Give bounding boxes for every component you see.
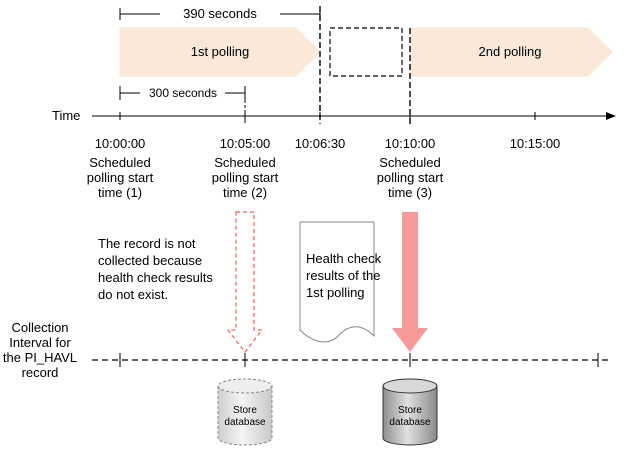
- health-check-line2: results of the: [306, 268, 381, 283]
- scheduled-time-3-line2: polling start: [376, 170, 444, 185]
- scheduled-time-2-line1: Scheduled: [214, 155, 276, 170]
- tick-label: 10:05:00: [219, 136, 271, 151]
- store-database-1-label: Store database: [215, 405, 275, 429]
- health-check-line3: 1st polling: [306, 285, 365, 300]
- scheduled-time-3-line3: time (3): [387, 185, 433, 200]
- health-check-line1: Health check: [306, 251, 382, 266]
- not-collected-note: The record is not collected because heal…: [98, 235, 213, 303]
- health-check-text: Health check results of the 1st polling: [306, 250, 381, 301]
- collection-interval-label: Collection Interval for the PI_HAVL reco…: [2, 320, 78, 380]
- top-span-label: 390 seconds: [160, 6, 280, 21]
- not-collected-note-line2: collected because: [98, 253, 203, 268]
- store-database-2: [382, 378, 438, 446]
- collection-interval-line2: Interval for: [9, 335, 71, 350]
- not-collected-note-line4: do not exist.: [98, 287, 169, 302]
- store-database-1-line1: Store: [233, 405, 257, 416]
- time-axis: [92, 112, 616, 120]
- not-collected-note-line3: health check results: [98, 270, 213, 285]
- scheduled-time-1-line1: Scheduled: [89, 155, 151, 170]
- second-polling-label: 2nd polling: [478, 44, 542, 59]
- tick-label: 10:06:30: [294, 136, 346, 151]
- scheduled-time-2: Scheduled polling start time (2): [195, 155, 295, 200]
- not-collected-note-line1: The record is not: [98, 236, 196, 251]
- scheduled-time-2-line2: polling start: [211, 170, 279, 185]
- scheduled-time-1-line2: polling start: [86, 170, 154, 185]
- inner-span-label: 300 seconds: [148, 86, 218, 100]
- scheduled-time-2-line3: time (2): [222, 185, 268, 200]
- collection-interval-line4: record: [21, 365, 59, 380]
- tick-label: 10:00:00: [94, 136, 146, 151]
- store-database-2-label: Store database: [380, 405, 440, 429]
- time-axis-label: Time: [52, 108, 81, 123]
- health-check-document: [299, 221, 375, 343]
- tick-label: 10:15:00: [509, 136, 561, 151]
- store-database-2-line2: database: [389, 417, 431, 428]
- store-database-2-line1: Store: [398, 405, 422, 416]
- wait-interval-box: [329, 27, 403, 77]
- scheduled-time-1: Scheduled polling start time (1): [70, 155, 170, 200]
- collected-arrow: [392, 212, 428, 352]
- collection-interval-line1: Collection: [11, 320, 69, 335]
- store-database-1: [217, 378, 273, 446]
- not-collected-arrow: [226, 211, 264, 353]
- inner-span-bracket: [119, 86, 246, 100]
- first-polling-shape: [119, 27, 321, 77]
- collection-interval-line3: the PI_HAVL: [2, 350, 78, 365]
- tick-label: 10:10:00: [384, 136, 436, 151]
- store-database-1-line2: database: [224, 417, 266, 428]
- scheduled-time-3-line1: Scheduled: [379, 155, 441, 170]
- scheduled-time-1-line3: time (1): [97, 185, 143, 200]
- scheduled-time-3: Scheduled polling start time (3): [360, 155, 460, 200]
- first-polling-label: 1st polling: [190, 44, 250, 59]
- collection-interval-line: [92, 353, 612, 367]
